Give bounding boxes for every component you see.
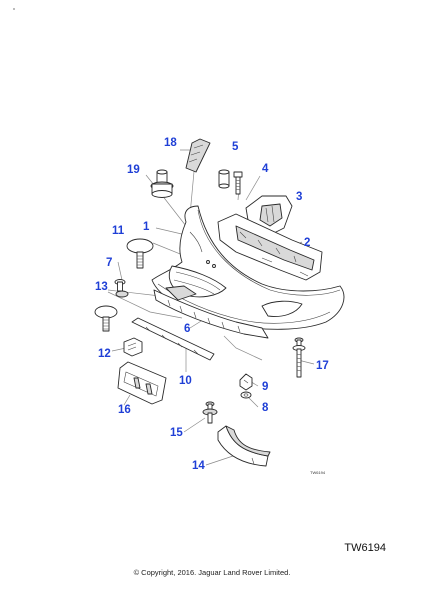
- part-17-stud: [292, 337, 306, 378]
- callout-4: 4: [262, 163, 269, 175]
- callout-7: 7: [106, 257, 112, 269]
- part-4-bolt: [233, 171, 243, 195]
- callout-6: 6: [184, 323, 190, 335]
- callout-12: 12: [98, 348, 111, 360]
- callout-17: 17: [316, 360, 329, 372]
- callout-8: 8: [262, 402, 269, 414]
- part-13-push-clip: [94, 305, 118, 332]
- scan-speck: [13, 8, 15, 10]
- part-2-absorber: [217, 213, 323, 281]
- callout-14: 14: [192, 460, 205, 472]
- callout-3: 3: [296, 191, 302, 203]
- callout-1: 1: [143, 221, 150, 233]
- callout-2: 2: [304, 237, 310, 249]
- part-7-screw: [114, 279, 129, 298]
- part-11-clip: [126, 238, 154, 269]
- part-8-washer: [240, 391, 252, 399]
- callout-10: 10: [179, 375, 192, 387]
- callout-13: 13: [95, 281, 108, 293]
- part-16-plate-bracket: [117, 361, 167, 405]
- part-9-nut: [239, 373, 253, 391]
- callout-5: 5: [232, 141, 239, 153]
- part-1-bumper-cover: [151, 205, 345, 330]
- callout-19: 19: [127, 164, 140, 176]
- part-12-retainer: [123, 337, 143, 357]
- part-14-lower-bracket: [217, 425, 271, 467]
- part-18-strip: [185, 138, 211, 173]
- part-6-lower-grille: [153, 289, 269, 339]
- part-5-spacer: [218, 169, 230, 189]
- callout-numbers: 18 19 5 4 3 1 2 11 7 13 6 12 17 10 9 16 …: [95, 137, 329, 472]
- copyright-notice: © Copyright, 2016. Jaguar Land Rover Lim…: [133, 568, 291, 577]
- callout-9: 9: [262, 381, 268, 393]
- part-19-bush: [150, 169, 174, 198]
- inline-ref-label: TW6194: [310, 470, 326, 475]
- callout-18: 18: [164, 137, 177, 149]
- callout-11: 11: [112, 225, 125, 237]
- part-15-screw: [202, 401, 218, 424]
- callout-15: 15: [170, 427, 183, 439]
- callout-16: 16: [118, 404, 131, 416]
- part-10-grille-strip: [131, 317, 215, 361]
- diagram-reference-code: TW6194: [344, 542, 386, 554]
